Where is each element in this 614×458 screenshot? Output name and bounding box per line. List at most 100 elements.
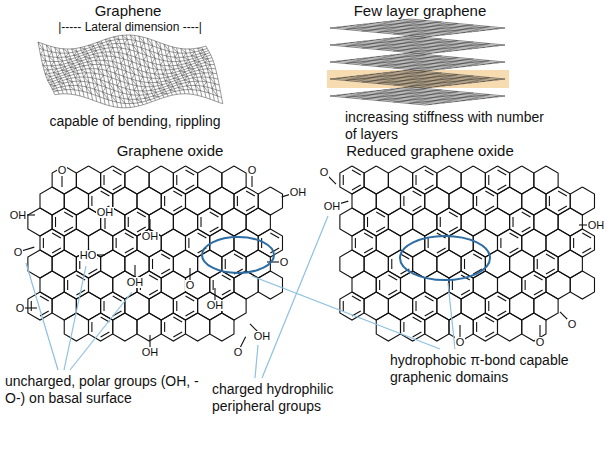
double-bond xyxy=(497,311,506,316)
ring xyxy=(258,271,282,299)
double-bond xyxy=(149,290,158,295)
double-bond xyxy=(485,317,494,322)
double-bond xyxy=(64,227,73,232)
panel-title: Few layer graphene xyxy=(354,2,487,20)
double-bond xyxy=(116,238,117,248)
double-bond xyxy=(91,196,92,206)
double-bond xyxy=(522,212,531,217)
callout-text: charged hydrophilic peripheral groups xyxy=(212,381,362,415)
double-bond xyxy=(164,196,165,206)
double-bond xyxy=(352,185,361,190)
double-bond xyxy=(425,296,434,301)
double-bond xyxy=(261,238,262,248)
leader-line xyxy=(255,345,258,378)
double-bond xyxy=(355,238,356,248)
double-bond xyxy=(413,332,422,337)
double-bond xyxy=(415,175,416,185)
layer-lattice xyxy=(409,78,489,87)
sheet-mesh xyxy=(147,38,167,94)
double-bond xyxy=(476,196,477,206)
ring xyxy=(510,292,534,320)
ring xyxy=(210,313,234,341)
ring xyxy=(76,166,100,194)
ring xyxy=(222,166,246,194)
ring xyxy=(473,271,497,299)
ring xyxy=(161,271,185,299)
ring xyxy=(388,166,412,194)
double-bond xyxy=(103,301,104,311)
atom-label: OH xyxy=(206,300,225,311)
callout-text: hydrophobic π-bond capable graphenic dom… xyxy=(390,352,595,386)
sheet-mesh xyxy=(55,47,75,89)
double-bond xyxy=(549,196,550,206)
atom-label: OH xyxy=(253,331,272,342)
sheet-mesh xyxy=(130,35,150,100)
double-bond xyxy=(198,233,207,238)
ring xyxy=(161,229,185,257)
ring xyxy=(352,271,376,299)
ring xyxy=(149,166,173,194)
ring xyxy=(510,166,534,194)
double-bond xyxy=(428,238,429,248)
sheet-mesh xyxy=(168,46,185,94)
double-bond xyxy=(413,191,422,196)
ring xyxy=(388,208,412,236)
ring xyxy=(210,271,234,299)
atom-label: OH xyxy=(289,187,308,198)
ring xyxy=(473,313,497,341)
double-bond xyxy=(558,191,567,196)
double-bond xyxy=(125,248,134,253)
atom-label: OH xyxy=(323,201,342,212)
double-bond xyxy=(413,206,422,211)
ring xyxy=(546,271,570,299)
double-bond xyxy=(52,233,61,238)
sheet-mesh xyxy=(189,49,209,93)
double-bond xyxy=(534,290,543,295)
ring xyxy=(173,250,197,278)
double-bond xyxy=(185,185,194,190)
double-bond xyxy=(497,170,506,175)
domain-ellipse xyxy=(202,237,274,273)
double-bond xyxy=(413,317,422,322)
ring xyxy=(473,187,497,215)
atom-label: O xyxy=(567,319,578,330)
double-bond xyxy=(246,206,255,211)
ring xyxy=(222,292,246,320)
ring xyxy=(522,187,546,215)
ring xyxy=(425,187,449,215)
sheet-mesh xyxy=(135,35,152,102)
atom-label: O xyxy=(233,347,244,358)
double-bond xyxy=(125,233,134,238)
double-bond xyxy=(449,227,458,232)
double-bond xyxy=(352,170,361,175)
ring xyxy=(64,271,88,299)
ring xyxy=(340,292,364,320)
double-bond xyxy=(425,185,434,190)
double-bond xyxy=(500,238,501,248)
ring xyxy=(246,208,270,236)
double-bond xyxy=(488,175,489,185)
ring xyxy=(28,250,52,278)
layer-lattice xyxy=(409,95,489,104)
double-bond xyxy=(510,248,519,253)
ring xyxy=(137,187,161,215)
panel-title: Graphene oxide xyxy=(117,142,224,160)
double-bond xyxy=(161,254,170,259)
double-bond xyxy=(101,191,110,196)
double-bond xyxy=(43,238,44,248)
layer-highlight xyxy=(327,70,509,88)
double-bond xyxy=(485,206,494,211)
ring xyxy=(234,271,258,299)
double-bond xyxy=(376,212,385,217)
atom-label: OH xyxy=(96,207,115,218)
atom-label: O xyxy=(57,165,68,176)
ring xyxy=(173,208,197,236)
sheet-mesh xyxy=(80,48,100,97)
ring xyxy=(52,208,76,236)
double-bond xyxy=(91,322,92,332)
ring xyxy=(558,250,582,278)
atom-label: OH xyxy=(587,220,606,231)
ring xyxy=(546,187,570,215)
